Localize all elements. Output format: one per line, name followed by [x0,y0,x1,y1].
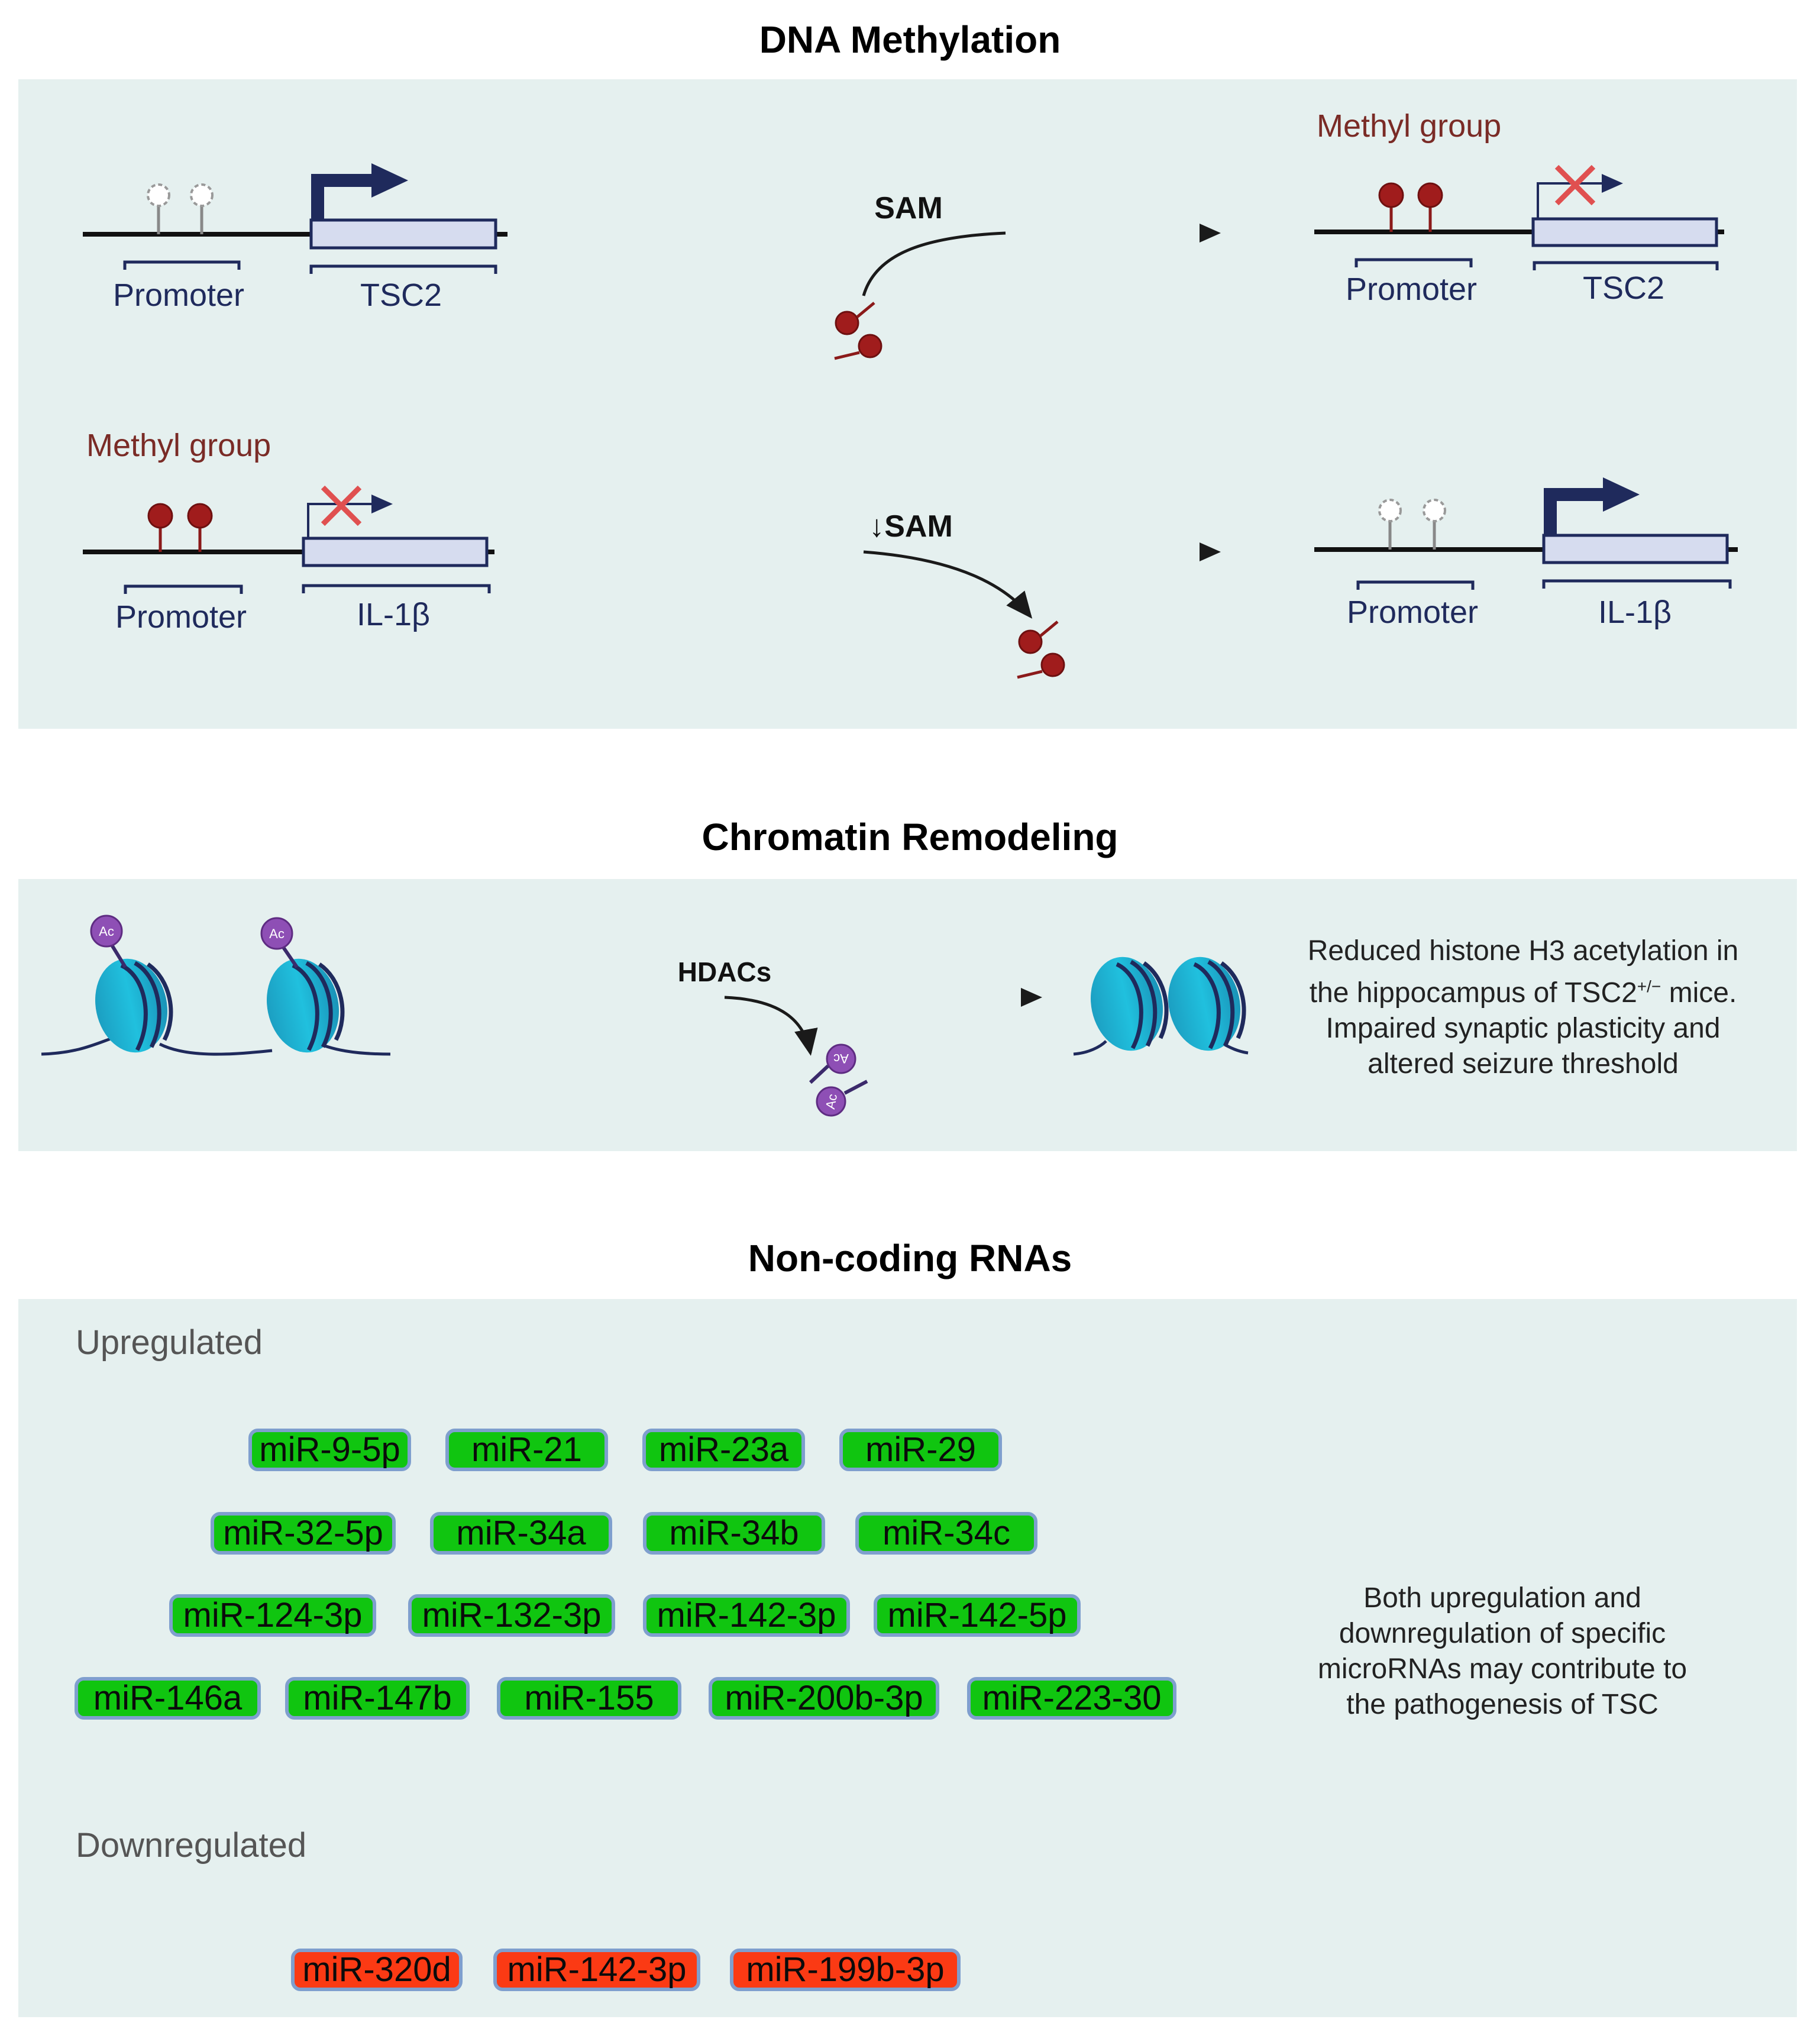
downregulated-mirna-badge: miR-199b-3p [730,1949,961,1991]
nucleosome-icon [1168,957,1246,1051]
upregulated-mirna-badge: miR-34b [643,1512,825,1555]
upregulated-mirna-badge: miR-155 [497,1677,681,1720]
svg-text:Ac: Ac [823,1093,840,1110]
description-line: the hippocampus of TSC2+/− mice. [1309,977,1737,1009]
upregulated-mirna-badge: miR-142-5p [874,1594,1081,1637]
svg-text:Ac: Ac [833,1051,849,1066]
upregulated-mirna-badge: miR-132-3p [408,1594,615,1637]
acetyl-group-icon: Ac [260,917,293,950]
description-line: Reduced histone H3 acetylation in [1307,935,1739,967]
description-line: Impaired synaptic plasticity and [1326,1013,1721,1044]
condensed-chromatin [1073,957,1249,1056]
tsc2-active-gene [83,163,507,274]
promoter-label: Promoter [115,599,247,635]
promoter-label: Promoter [1346,594,1479,630]
upregulated-mirna-badge: miR-34a [430,1512,612,1555]
upregulated-mirna-badge: miR-200b-3p [709,1677,939,1720]
methyl-group-icon [835,302,875,335]
blocked-transcription-icon [321,485,362,526]
hdacs-label: HDACs [677,957,772,987]
svg-text:Ac: Ac [99,924,114,939]
upregulated-mirna-badge: miR-21 [445,1429,608,1471]
methyl-group-icon [1018,621,1059,654]
noncoding-rnas-title: Non-coding RNAs [748,1237,1072,1280]
downregulated-mirna-badge: miR-320d [291,1949,463,1991]
methyl-group-icon [1378,182,1404,232]
blocked-transcription-icon [1554,164,1596,206]
methyl-group-label: Methyl group [86,428,271,463]
upregulated-label: Upregulated [76,1323,263,1362]
methyl-group-icon [834,334,882,360]
upregulated-mirna-badge: miR-142-3p [643,1594,850,1637]
unmethylated-site-icon [1423,499,1446,550]
upregulated-mirna-badge: miR-34c [855,1512,1037,1555]
upregulated-mirna-badge: miR-9-5p [248,1429,411,1471]
noncoding-rnas-panel [18,1299,1797,2017]
gene-label-tsc2: TSC2 [360,277,442,313]
unmethylated-site-icon [1378,499,1402,550]
upregulated-mirna-badge: miR-146a [75,1677,261,1720]
upregulated-mirna-badge: miR-223-30 [967,1677,1176,1720]
nucleosome-icon [95,943,173,1053]
gene-label-tsc2: TSC2 [1582,270,1665,306]
description-line: microRNAs may contribute to [1317,1653,1688,1685]
upregulated-mirna-badge: miR-32-5p [211,1512,396,1555]
methyl-group-icon [187,503,213,552]
upregulated-mirna-badge: miR-147b [285,1677,470,1720]
transcription-start-arrow-icon [1544,488,1610,535]
description-line: downregulation of specific [1339,1618,1666,1649]
downregulated-mirna-badge: miR-142-3p [493,1949,700,1991]
downregulated-label: Downregulated [76,1826,307,1865]
acetyl-group-icon: Ac [816,1080,868,1117]
dna-methylation-diagram [83,163,1738,679]
upregulated-mirna-badge: miR-124-3p [169,1594,376,1637]
methyl-group-icon [147,503,173,552]
methyl-group-icon [1417,182,1443,232]
nucleosome-icon [266,945,345,1053]
chromatin-remodeling-title: Chromatin Remodeling [702,816,1118,858]
hdacs-reaction-arrow: Ac Ac [414,988,1042,1117]
description-line: the pathogenesis of TSC [1346,1689,1659,1720]
unmethylated-site-icon [190,183,214,234]
il1b-active-gene [1314,477,1738,590]
low-sam-reaction-arrow [597,542,1221,679]
promoter-label: Promoter [1345,272,1478,307]
methyl-group-icon [1017,652,1065,679]
promoter-label: Promoter [112,277,245,313]
sam-reaction-arrow [597,224,1221,360]
description-line: Both upregulation and [1363,1582,1641,1614]
il1b-silenced-gene [83,485,494,594]
transcription-start-arrow-icon [311,174,379,220]
description-line: altered seizure threshold [1368,1048,1679,1080]
nucleosome-icon [1090,957,1169,1051]
upregulated-mirna-badge: miR-29 [839,1429,1002,1471]
gene-label-il1b: IL-1β [356,597,431,632]
acetyl-group-icon: Ac [809,1043,856,1084]
acetyl-group-icon: Ac [90,915,123,948]
upregulated-mirna-badge: miR-23a [642,1429,805,1471]
chromatin-description: Reduced histone H3 acetylation in the hi… [1278,933,1769,1082]
svg-text:Ac: Ac [269,926,285,941]
sam-label: SAM [874,191,943,225]
unmethylated-site-icon [147,183,170,234]
methyl-group-label: Methyl group [1317,108,1502,144]
open-chromatin: Ac Ac [41,915,391,1056]
dna-methylation-title: DNA Methylation [759,18,1061,61]
low-sam-label: ↓SAM [869,509,953,544]
gene-label-il1b: IL-1β [1598,594,1672,630]
noncoding-description: Both upregulation and downregulation of … [1278,1581,1727,1723]
tsc2-silenced-gene [1314,164,1724,270]
